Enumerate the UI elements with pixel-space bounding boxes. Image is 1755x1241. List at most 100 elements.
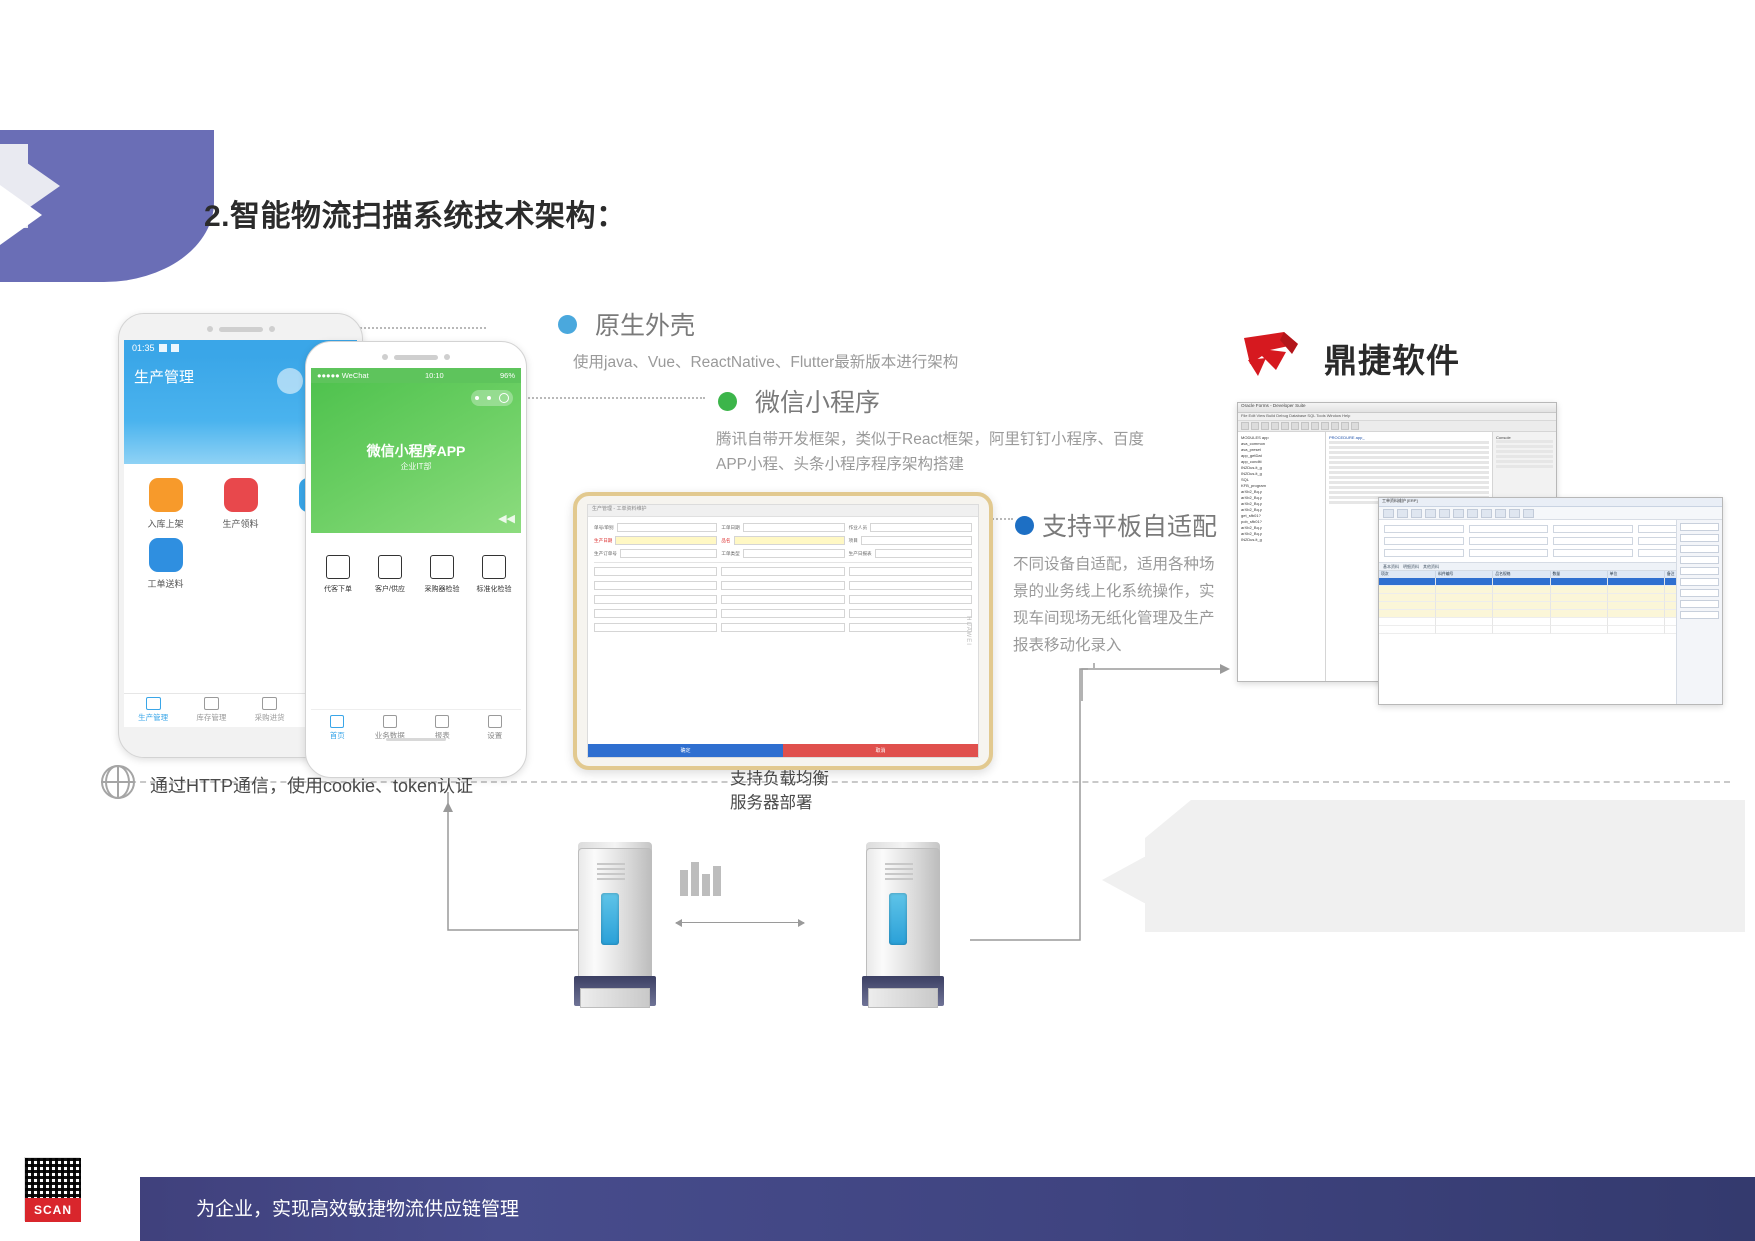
toolbar-icon[interactable] bbox=[1281, 422, 1289, 430]
tab-purchase[interactable]: 采购进货 bbox=[241, 694, 299, 727]
toolbar-icon[interactable] bbox=[1453, 508, 1464, 518]
app-tile[interactable]: 工单送料 bbox=[130, 538, 201, 590]
tree-node[interactable]: arXb2_Bq.y bbox=[1241, 507, 1262, 512]
tree-node[interactable]: ava_common bbox=[1241, 441, 1266, 446]
side-button[interactable] bbox=[1680, 589, 1719, 597]
erp-input[interactable] bbox=[1553, 549, 1633, 557]
tree-node[interactable]: IN2Dus.it_g bbox=[1241, 537, 1262, 542]
toolbar-icon[interactable] bbox=[1301, 422, 1309, 430]
tab-report[interactable]: 报表 bbox=[416, 710, 469, 747]
detail-input[interactable] bbox=[721, 581, 845, 590]
tree-node[interactable]: IN2Dus.it_g bbox=[1241, 465, 1262, 470]
detail-input[interactable] bbox=[848, 595, 972, 604]
toolbar-icon[interactable] bbox=[1383, 508, 1394, 518]
detail-input[interactable] bbox=[848, 609, 972, 618]
tree-node[interactable]: IN2Dus.it_g bbox=[1241, 471, 1262, 476]
field-input[interactable] bbox=[733, 536, 845, 545]
erp-input[interactable] bbox=[1468, 537, 1548, 545]
tree-node[interactable]: get_sfb01? bbox=[1241, 513, 1261, 518]
tree-node[interactable]: arXb2_Bq.y bbox=[1241, 525, 1262, 530]
side-button[interactable] bbox=[1680, 567, 1719, 575]
field-input[interactable] bbox=[615, 536, 718, 545]
miniprogram-capsule-button[interactable] bbox=[471, 390, 513, 406]
detail-input[interactable] bbox=[594, 581, 718, 590]
field-input[interactable] bbox=[860, 536, 972, 545]
tab-inventory[interactable]: 库存管理 bbox=[182, 694, 240, 727]
function-tile[interactable]: 客户/供应 bbox=[367, 555, 413, 594]
toolbar-icon[interactable] bbox=[1523, 508, 1534, 518]
erp-input[interactable] bbox=[1468, 525, 1548, 533]
toolbar-icon[interactable] bbox=[1331, 422, 1339, 430]
detail-input[interactable] bbox=[594, 623, 718, 632]
field-input[interactable] bbox=[616, 523, 718, 532]
erp-input[interactable] bbox=[1384, 549, 1464, 557]
erp-input[interactable] bbox=[1553, 537, 1633, 545]
side-button[interactable] bbox=[1680, 523, 1719, 531]
tree-node[interactable]: app_getDat bbox=[1241, 453, 1262, 458]
side-button[interactable] bbox=[1680, 545, 1719, 553]
tab-business-data[interactable]: 业务数据 bbox=[364, 710, 417, 747]
toolbar-icon[interactable] bbox=[1241, 422, 1249, 430]
side-button[interactable] bbox=[1680, 611, 1719, 619]
side-button[interactable] bbox=[1680, 578, 1719, 586]
detail-input[interactable] bbox=[721, 609, 845, 618]
field-input[interactable] bbox=[870, 523, 972, 532]
tab-home[interactable]: 首页 bbox=[311, 710, 364, 747]
tree-node[interactable]: arXb2_Bq.y bbox=[1241, 495, 1262, 500]
toolbar-icon[interactable] bbox=[1291, 422, 1299, 430]
side-button[interactable] bbox=[1680, 556, 1719, 564]
tree-node[interactable]: MODULES app bbox=[1241, 435, 1269, 440]
table-row[interactable] bbox=[1379, 594, 1722, 602]
toolbar-icon[interactable] bbox=[1495, 508, 1506, 518]
tree-node[interactable]: arXb2_Bq.y bbox=[1241, 531, 1262, 536]
erp-input[interactable] bbox=[1384, 537, 1464, 545]
detail-input[interactable] bbox=[848, 581, 972, 590]
tree-node[interactable]: KFB_program bbox=[1241, 483, 1266, 488]
erp-input[interactable] bbox=[1384, 525, 1464, 533]
toolbar-icon[interactable] bbox=[1251, 422, 1259, 430]
function-tile[interactable]: 标准化检验 bbox=[471, 555, 517, 594]
tree-node[interactable]: ava_preset bbox=[1241, 447, 1261, 452]
table-row[interactable] bbox=[1379, 602, 1722, 610]
cancel-button[interactable]: 取消 bbox=[783, 744, 978, 757]
table-row[interactable] bbox=[1379, 626, 1722, 634]
tab-production[interactable]: 生产管理 bbox=[124, 694, 182, 727]
toolbar-icon[interactable] bbox=[1411, 508, 1422, 518]
tab-detail[interactable]: 明细资料 bbox=[1403, 563, 1419, 569]
tree-node[interactable]: pob_sfb01? bbox=[1241, 519, 1262, 524]
side-button[interactable] bbox=[1680, 534, 1719, 542]
table-row[interactable] bbox=[1379, 586, 1722, 594]
toolbar-icon[interactable] bbox=[1261, 422, 1269, 430]
detail-input[interactable] bbox=[848, 623, 972, 632]
app-tile[interactable]: 入库上架 bbox=[130, 478, 201, 530]
field-input[interactable] bbox=[874, 549, 972, 558]
detail-input[interactable] bbox=[594, 567, 718, 576]
detail-input[interactable] bbox=[721, 595, 845, 604]
toolbar-icon[interactable] bbox=[1351, 422, 1359, 430]
tree-node[interactable]: arXb2_Bq.y bbox=[1241, 489, 1262, 494]
toolbar-icon[interactable] bbox=[1481, 508, 1492, 518]
detail-input[interactable] bbox=[594, 609, 718, 618]
toolbar-icon[interactable] bbox=[1509, 508, 1520, 518]
side-button[interactable] bbox=[1680, 600, 1719, 608]
app-tile[interactable]: 生产领料 bbox=[205, 478, 276, 530]
toolbar-icon[interactable] bbox=[1467, 508, 1478, 518]
toolbar-icon[interactable] bbox=[1311, 422, 1319, 430]
detail-input[interactable] bbox=[848, 567, 972, 576]
erp-input[interactable] bbox=[1553, 525, 1633, 533]
tab-settings[interactable]: 设置 bbox=[469, 710, 522, 747]
field-input[interactable] bbox=[742, 549, 845, 558]
collapse-arrows-icon[interactable]: ◀◀ bbox=[498, 513, 515, 525]
table-row[interactable] bbox=[1379, 618, 1722, 626]
function-tile[interactable]: 代客下单 bbox=[315, 555, 361, 594]
toolbar-icon[interactable] bbox=[1341, 422, 1349, 430]
tree-node[interactable]: app_conditi bbox=[1241, 459, 1262, 464]
toolbar-icon[interactable] bbox=[1439, 508, 1450, 518]
detail-input[interactable] bbox=[721, 623, 845, 632]
tree-node[interactable]: arXb2_Bq.y bbox=[1241, 501, 1262, 506]
toolbar-icon[interactable] bbox=[1271, 422, 1279, 430]
detail-input[interactable] bbox=[721, 567, 845, 576]
detail-input[interactable] bbox=[594, 595, 718, 604]
tree-node[interactable]: SQL bbox=[1241, 477, 1250, 482]
toolbar-icon[interactable] bbox=[1321, 422, 1329, 430]
